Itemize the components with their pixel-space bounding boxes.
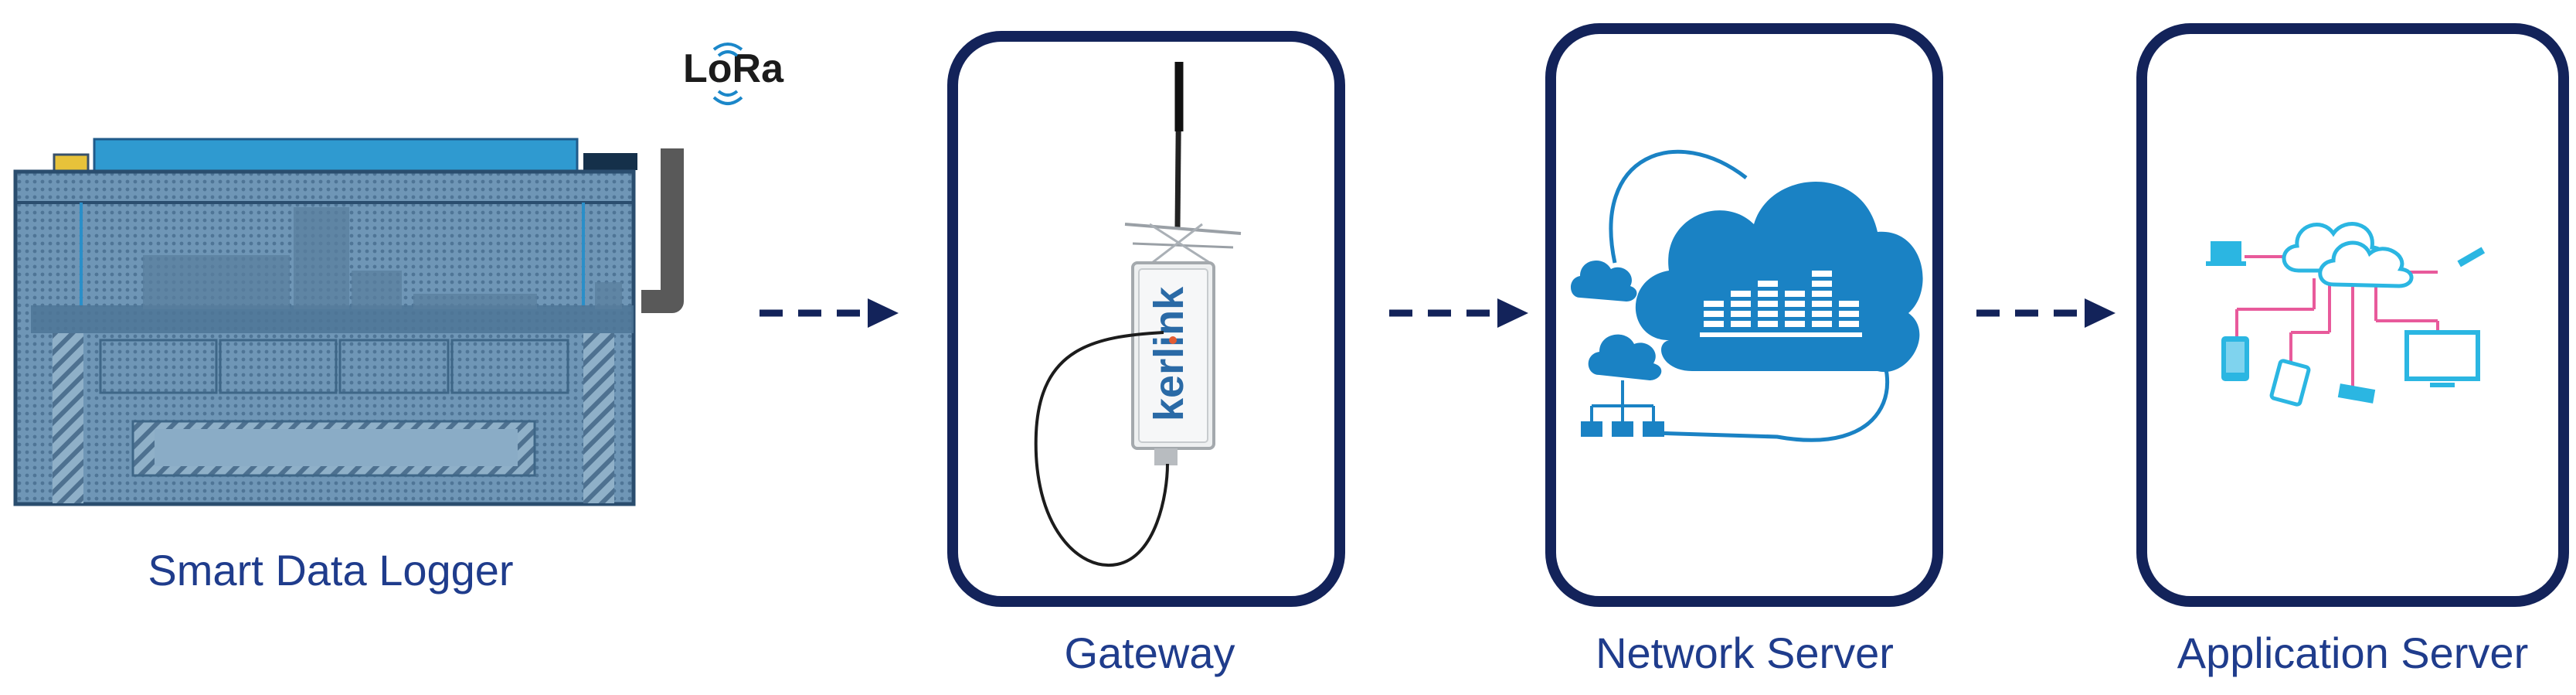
- network-server-illustration: [1570, 149, 1923, 442]
- large-cloud-icon: [1635, 182, 1923, 373]
- application-server-illustration: [2206, 222, 2486, 407]
- small-cloud-icon: [1570, 261, 1637, 302]
- lora-logo-icon: LoRa: [683, 43, 784, 105]
- monitor-icon: [2404, 330, 2480, 387]
- small-cloud-icon-2: [1588, 334, 1662, 380]
- network-server-label: Network Server: [1596, 629, 1894, 677]
- gateway-label: Gateway: [1064, 629, 1235, 677]
- router-icon: [2337, 383, 2376, 404]
- arrow-gateway-to-network: [1389, 298, 1528, 328]
- gateway-box: [947, 31, 1345, 607]
- phone-icon: [2221, 336, 2249, 381]
- tablet-icon: [2269, 359, 2311, 407]
- application-server-label: Application Server: [2177, 629, 2529, 677]
- application-server-box: [2136, 23, 2569, 607]
- kerlink-brand-text: kerlink: [1146, 286, 1192, 421]
- pen-icon: [2457, 247, 2486, 267]
- smart-data-logger-label: Smart Data Logger: [148, 546, 514, 594]
- gateway-device-illustration: kerlink: [1034, 61, 1242, 567]
- arrow-logger-to-gateway: [760, 298, 899, 328]
- arrow-network-to-application: [1976, 298, 2116, 328]
- smart-data-logger-illustration: [13, 138, 684, 506]
- laptop-icon: [2206, 241, 2246, 266]
